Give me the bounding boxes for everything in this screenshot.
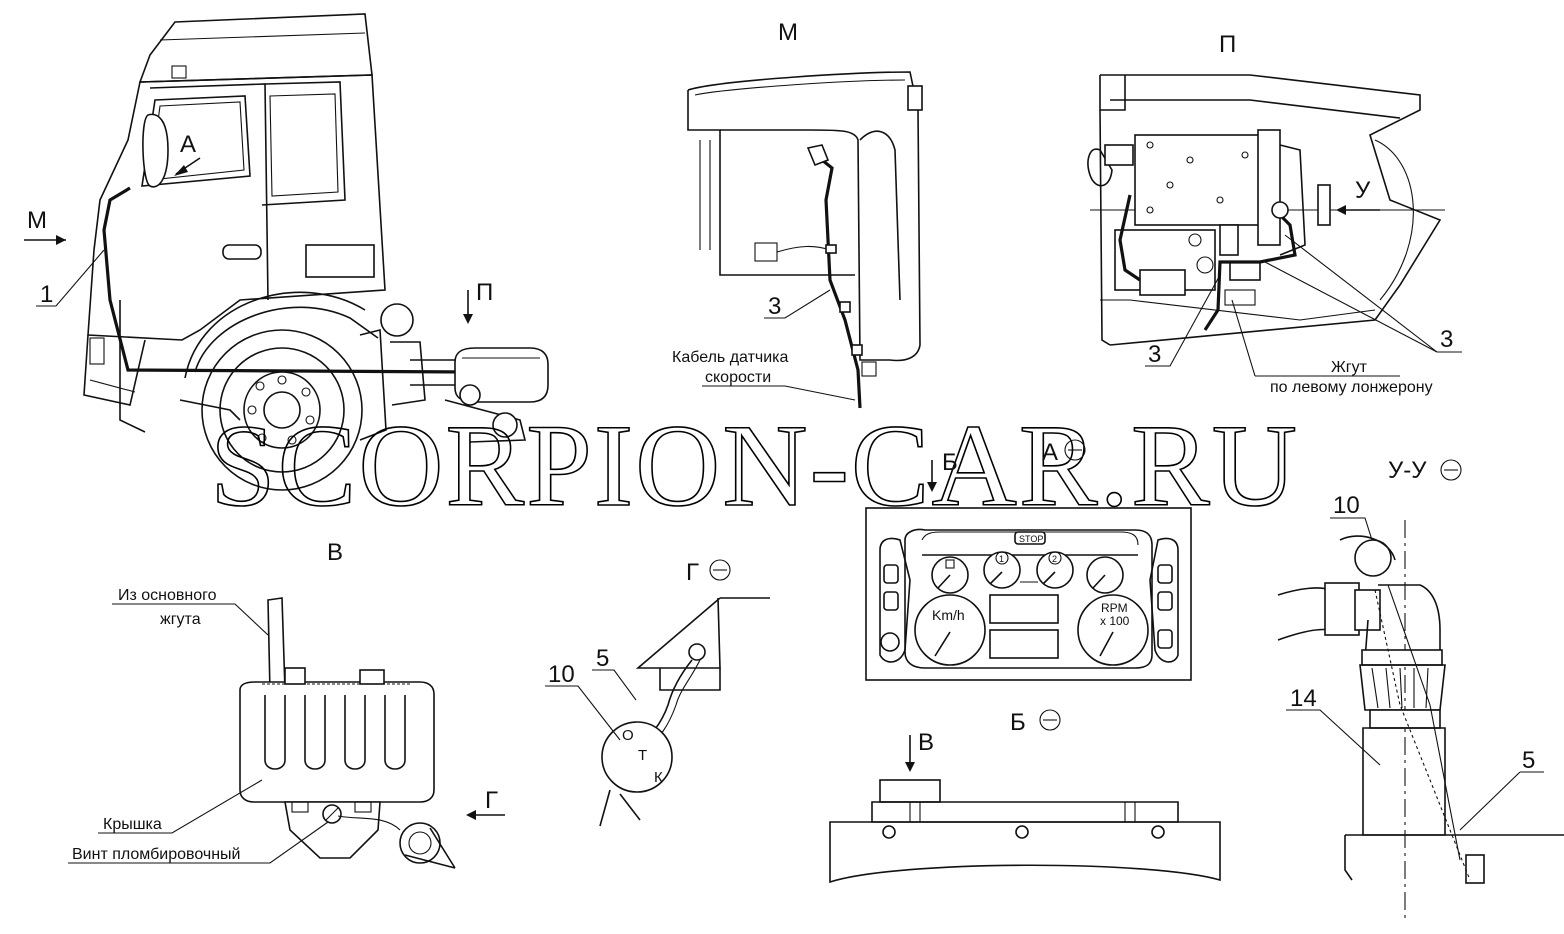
view-g-title: Г [686, 559, 699, 586]
view-m-title: М [778, 19, 798, 46]
seal-letter-t: Т [638, 747, 647, 764]
view-p-callout-3-right: 3 [1440, 326, 1453, 353]
harness-caption-line2: по левому лонжерону [1270, 379, 1433, 396]
gearbox-bolts [1146, 141, 1249, 214]
wheel-nuts [247, 375, 315, 445]
view-a-dashboard: А Б STOP 1 2 [865, 439, 1192, 681]
view-a-arrow: А [174, 131, 201, 176]
view-b-title: Б [1010, 709, 1026, 736]
dashboard-stop-label: STOP [1019, 534, 1043, 544]
view-m-callout-3: 3 [768, 293, 781, 320]
gauge-2-label: 2 [1052, 554, 1057, 564]
gauge-1-label: 1 [999, 554, 1004, 564]
view-g: Г О Т К 10 5 [545, 559, 770, 827]
view-uu-callout-10: 10 [1333, 492, 1360, 519]
view-v-arrow-label: В [918, 729, 934, 756]
callout-1-number: 1 [40, 281, 53, 308]
seal-screw-caption: Винт пломбировочный [72, 846, 241, 863]
view-b: Б В [829, 709, 1221, 884]
speed-sensor-cable-caption-line2: скорости [705, 369, 771, 386]
speedometer-unit: Km/h [932, 607, 965, 623]
view-uu-title: У-У [1388, 457, 1427, 484]
view-p-callout-3-left: 3 [1148, 341, 1161, 368]
truck-side-view [83, 13, 549, 491]
view-u-arrow-label: У [1355, 177, 1371, 204]
main-harness-caption-line2: жгута [160, 611, 201, 628]
view-v-title: В [327, 539, 343, 566]
view-a-label: А [180, 131, 196, 158]
view-v: В Из основного жгута Г Крышка Винт пломб [68, 539, 505, 869]
view-g-callout-10: 10 [548, 661, 575, 688]
watermark: SCORPION-CAR.RU [210, 400, 1299, 531]
cover-caption: Крышка [103, 816, 162, 833]
harness-caption-line1: Жгут [1331, 359, 1368, 376]
speed-sensor-cable-caption-line1: Кабель датчика [672, 349, 789, 366]
view-m-arrow: М [24, 207, 66, 245]
view-p-arrow: П [463, 279, 493, 324]
view-a-title: А [1042, 439, 1058, 466]
view-p-arrow-label: П [476, 279, 493, 306]
tachometer-unit-line2: x 100 [1100, 614, 1130, 628]
main-harness-caption-line1: Из основного [118, 587, 217, 604]
seal-letter-o: О [622, 727, 634, 744]
view-uu: У-У 10 14 5 [1277, 457, 1564, 920]
view-m: М 3 Кабель датчика скорости [672, 19, 923, 409]
view-g-callout-5: 5 [596, 645, 609, 672]
view-p: П У [1087, 31, 1462, 396]
callout-1: 1 [36, 249, 105, 308]
view-uu-callout-5: 5 [1522, 747, 1535, 774]
tachometer-unit-line1: RPM [1101, 601, 1128, 615]
view-p-title: П [1219, 31, 1236, 58]
view-g-arrow-label: Г [485, 787, 498, 814]
view-uu-callout-14: 14 [1290, 685, 1317, 712]
view-m-label: М [27, 207, 47, 234]
view-b-arrow-label: Б [942, 449, 958, 476]
seal-letter-k: К [654, 769, 663, 786]
